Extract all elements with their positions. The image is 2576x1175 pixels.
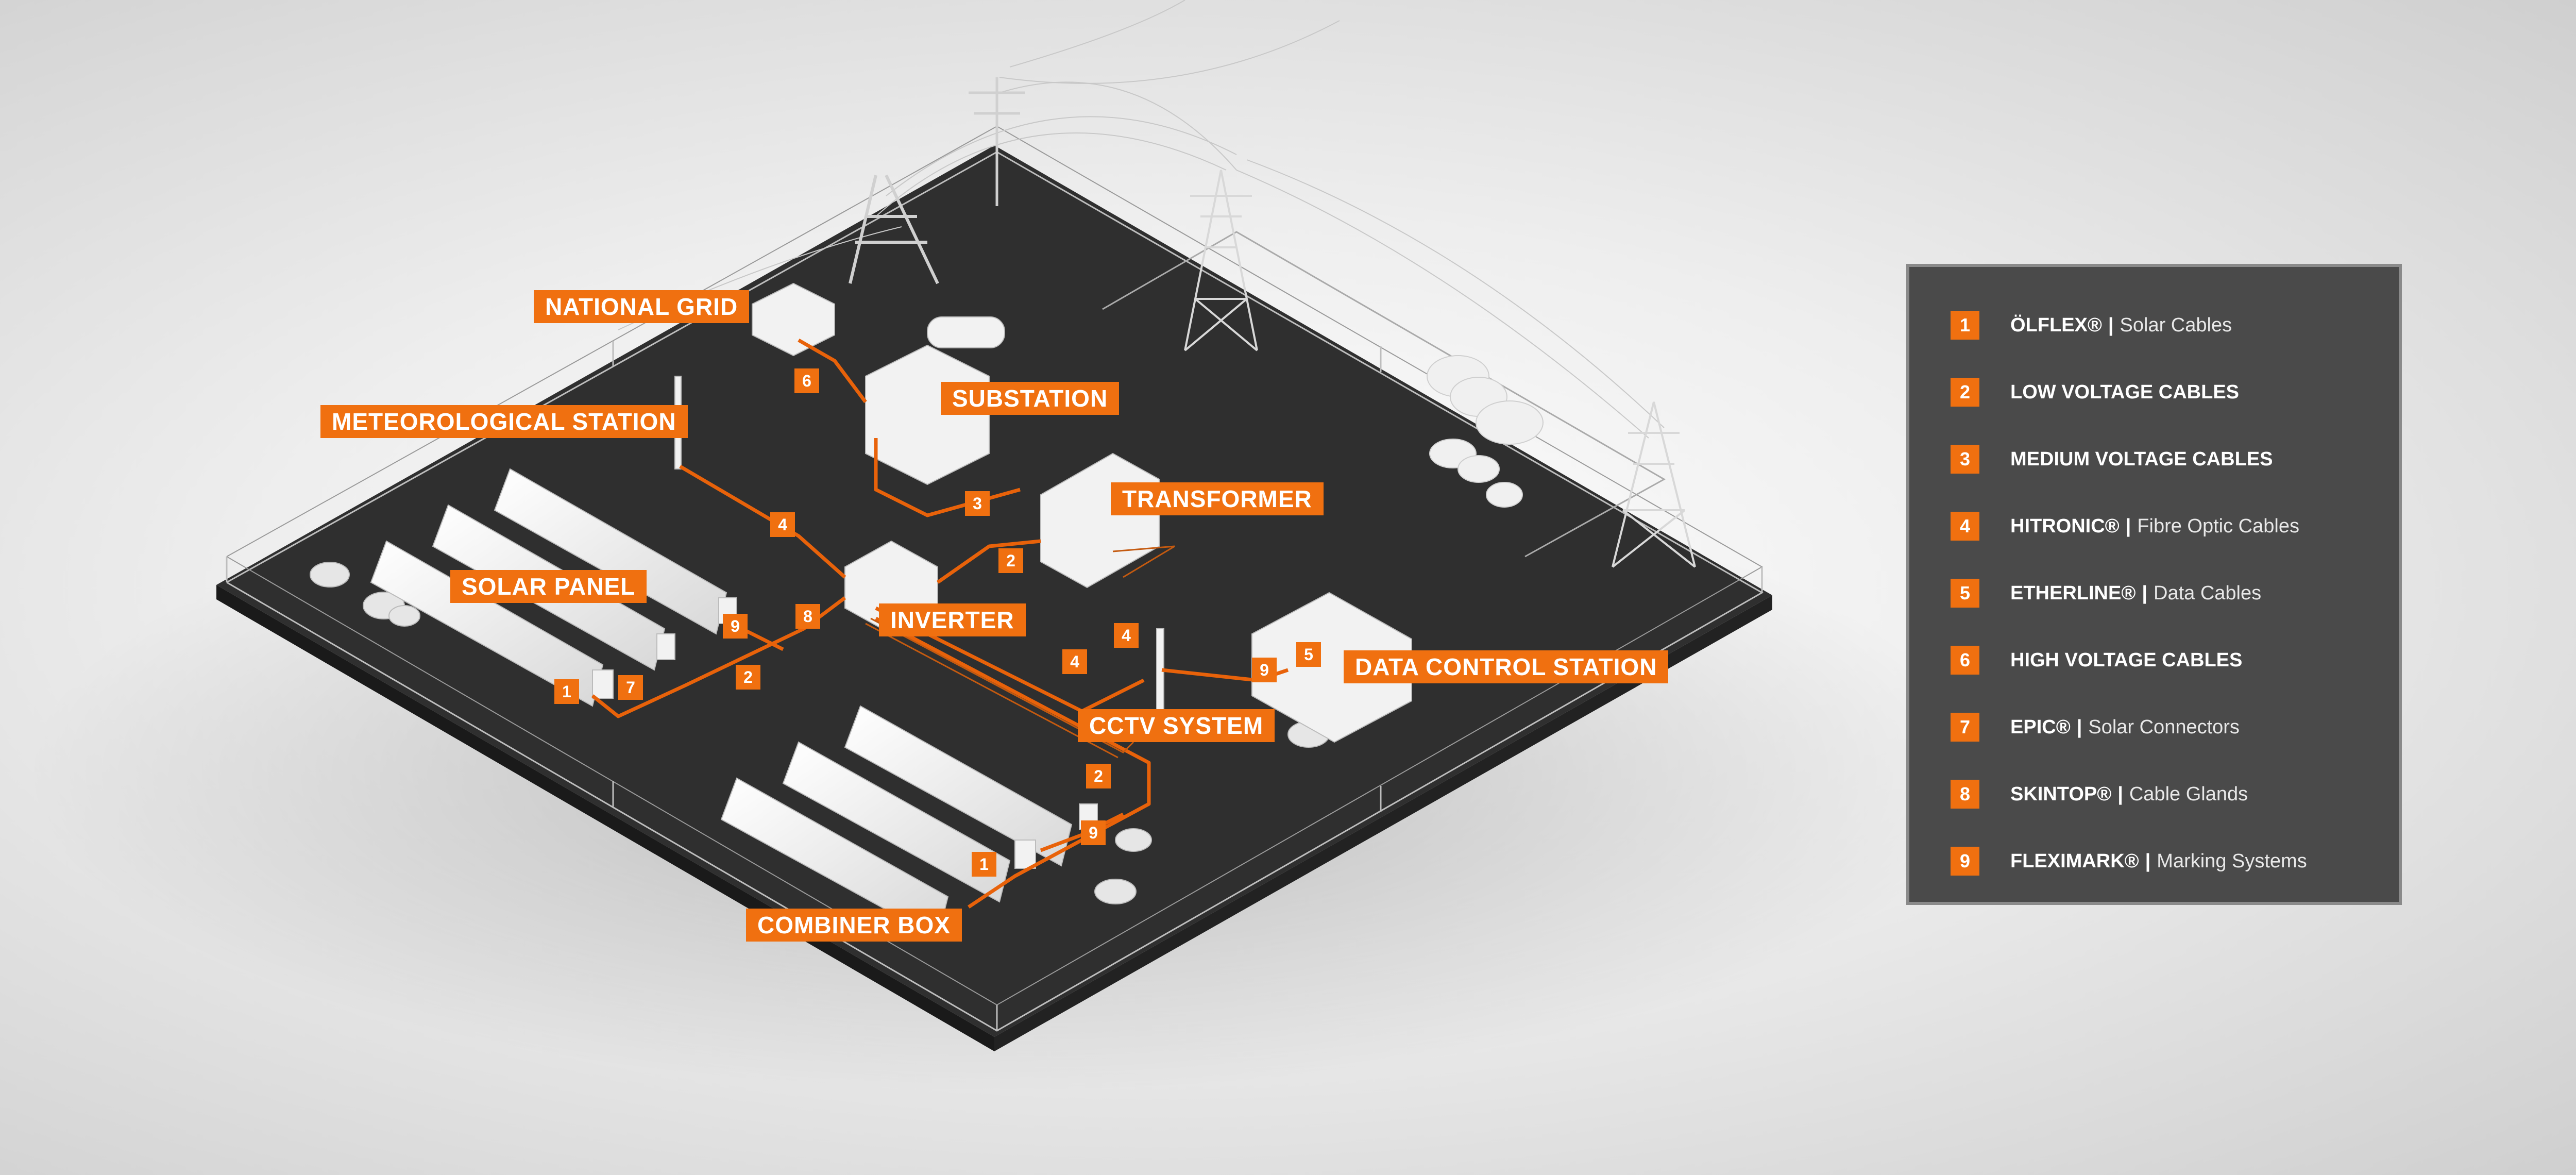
legend-badge: 4 xyxy=(1951,512,1979,541)
legend-text: LOW VOLTAGE CABLES xyxy=(2010,381,2251,404)
legend-panel: 1 ÖLFLEX® | Solar Cables 2 LOW VOLTAGE CAB… xyxy=(1906,264,2402,905)
marker-9: 9 xyxy=(723,614,748,639)
marker-4: 4 xyxy=(1114,623,1139,648)
marker-8: 8 xyxy=(795,604,820,629)
marker-2: 2 xyxy=(736,665,760,690)
legend-separator: | xyxy=(2145,850,2151,872)
label-cctv-system: CCTV SYSTEM xyxy=(1078,709,1275,742)
data-control-container xyxy=(1251,592,1412,743)
legend-brand: MEDIUM VOLTAGE CABLES xyxy=(2010,448,2273,470)
legend-separator: | xyxy=(2125,515,2131,537)
legend-text: MEDIUM VOLTAGE CABLES xyxy=(2010,448,2285,471)
legend-product: Solar Connectors xyxy=(2088,716,2240,738)
label-combiner-box: COMBINER BOX xyxy=(746,909,962,942)
legend-text: EPIC®| Solar Connectors xyxy=(2010,716,2240,738)
marker-2: 2 xyxy=(1086,764,1111,788)
legend-text: ETHERLINE® | Data Cables xyxy=(2010,582,2261,605)
legend-badge: 8 xyxy=(1951,780,1979,809)
combiner-box-2 xyxy=(1014,840,1036,869)
marker-2: 2 xyxy=(998,548,1023,573)
legend-item: 4 HITRONIC®| Fibre Optic Cables xyxy=(1951,511,2299,542)
legend-item: 8 SKINTOP®| Cable Glands xyxy=(1951,779,2248,810)
legend-badge: 2 xyxy=(1951,378,1979,407)
marker-9: 9 xyxy=(1081,820,1106,845)
substation-fence xyxy=(1102,231,1666,558)
legend-brand: HITRONIC® xyxy=(2010,515,2120,537)
legend-text: SKINTOP®| Cable Glands xyxy=(2010,783,2248,805)
label-solar-panel: SOLAR PANEL xyxy=(450,570,647,603)
legend-product: Solar Cables xyxy=(2120,314,2232,336)
cable-routes-thin xyxy=(865,545,1175,759)
legend-badge: 1 xyxy=(1951,311,1979,340)
label-substation: SUBSTATION xyxy=(941,382,1120,415)
legend-text: HIGH VOLTAGE CABLES xyxy=(2010,649,2255,672)
pylon-left xyxy=(849,174,939,284)
legend-badge: 7 xyxy=(1951,713,1979,742)
label-meteorological-station: METEOROLOGICAL STATION xyxy=(320,405,688,438)
legend-item: 6 HIGH VOLTAGE CABLES xyxy=(1951,645,2255,676)
legend-brand: EPIC® xyxy=(2010,716,2071,738)
legend-brand: ETHERLINE® xyxy=(2010,582,2136,604)
legend-brand: ÖLFLEX® xyxy=(2010,314,2102,336)
legend-badge: 9 xyxy=(1951,847,1979,876)
marker-1: 1 xyxy=(554,679,579,704)
legend-text: ÖLFLEX® | Solar Cables xyxy=(2010,314,2232,337)
marker-3: 3 xyxy=(965,491,990,516)
legend-text: HITRONIC®| Fibre Optic Cables xyxy=(2010,515,2299,538)
label-inverter: INVERTER xyxy=(879,603,1026,636)
legend-product: Fibre Optic Cables xyxy=(2137,515,2299,537)
legend-brand: LOW VOLTAGE CABLES xyxy=(2010,381,2240,403)
legend-product: Data Cables xyxy=(2154,582,2262,604)
equipment xyxy=(592,282,1412,869)
label-transformer: TRANSFORMER xyxy=(1111,482,1324,515)
substation-unit xyxy=(865,344,990,485)
combiner-box-1 xyxy=(592,669,614,699)
solar-array-lower xyxy=(720,705,1073,939)
legend-badge: 3 xyxy=(1951,445,1979,474)
legend-item: 2 LOW VOLTAGE CABLES xyxy=(1951,377,2251,408)
national-grid-frame xyxy=(752,282,835,357)
legend-badge: 5 xyxy=(1951,579,1979,608)
combiner-box-3 xyxy=(656,633,675,660)
legend-item: 9 FLEXIMARK® | Marking Systems xyxy=(1951,846,2307,877)
label-national-grid: NATIONAL GRID xyxy=(534,290,750,323)
marker-4: 4 xyxy=(770,512,795,537)
legend-separator: | xyxy=(2117,783,2123,805)
marker-5: 5 xyxy=(1296,642,1321,667)
legend-badge: 6 xyxy=(1951,646,1979,675)
trees xyxy=(1427,355,1544,508)
marker-4: 4 xyxy=(1062,649,1087,674)
legend-separator: | xyxy=(2108,314,2114,336)
legend-item: 3 MEDIUM VOLTAGE CABLES xyxy=(1951,444,2285,475)
legend-text: FLEXIMARK® | Marking Systems xyxy=(2010,850,2307,872)
legend-item: 1 ÖLFLEX® | Solar Cables xyxy=(1951,310,2232,341)
legend-separator: | xyxy=(2142,582,2147,604)
rocks xyxy=(310,562,1330,904)
label-data-control-station: DATA CONTROL STATION xyxy=(1344,650,1669,683)
substation-tank xyxy=(927,316,1005,348)
pylon-right-2 xyxy=(1612,401,1696,568)
marker-9: 9 xyxy=(1252,658,1277,682)
legend-item: 7 EPIC®| Solar Connectors xyxy=(1951,712,2240,743)
pylon-right-1 xyxy=(1184,170,1258,351)
marker-6: 6 xyxy=(794,368,819,393)
legend-brand: SKINTOP® xyxy=(2010,783,2112,805)
legend-product: Cable Glands xyxy=(2129,783,2248,805)
legend-separator: | xyxy=(2076,716,2082,738)
legend-product: Marking Systems xyxy=(2157,850,2307,872)
legend-brand: HIGH VOLTAGE CABLES xyxy=(2010,649,2243,671)
marker-1: 1 xyxy=(972,852,996,877)
pylon-center xyxy=(969,77,1025,206)
legend-brand: FLEXIMARK® xyxy=(2010,850,2139,872)
legend-item: 5 ETHERLINE® | Data Cables xyxy=(1951,578,2261,609)
marker-7: 7 xyxy=(618,675,643,700)
